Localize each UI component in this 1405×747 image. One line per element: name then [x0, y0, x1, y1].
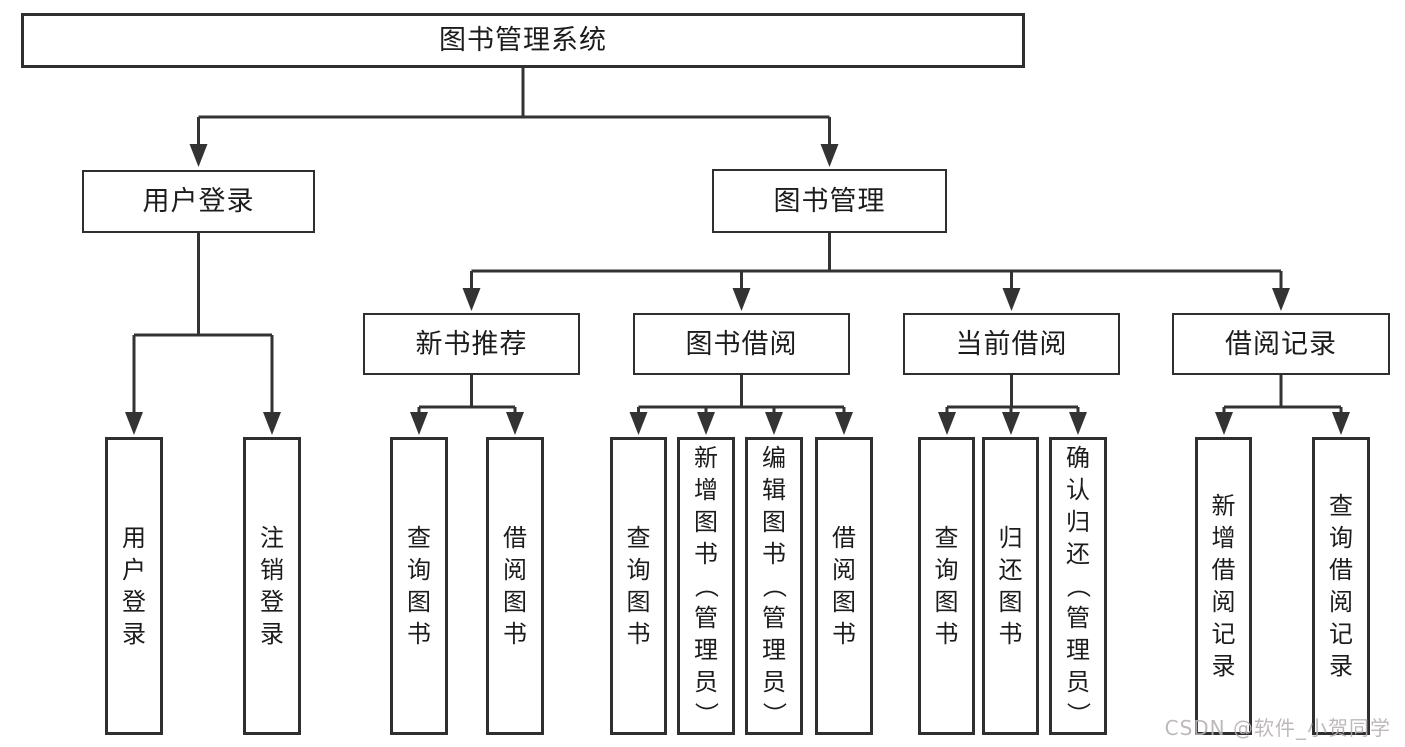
node-label: 查询借阅记录 [1329, 492, 1353, 680]
node-label: 用户登录 [142, 186, 255, 217]
csdn-watermark: CSDN @软件_小贺同学 [1164, 716, 1391, 740]
node-borrow-records: 借阅记录 [1172, 313, 1390, 375]
node-label: 编辑图书（管理员） [760, 444, 788, 726]
leaf-node-borrow-book-2: 借阅图书 [815, 437, 873, 735]
leaf-node-borrow-book-1: 借阅图书 [486, 437, 544, 735]
node-label: 用户登录 [122, 524, 146, 648]
leaf-node-add-book-admin: 新增图书（管理员） [677, 437, 735, 735]
node-label: 当前借阅 [955, 328, 1068, 360]
node-label: 借阅图书 [832, 524, 856, 648]
node-new-book-recommend: 新书推荐 [363, 313, 580, 375]
node-label: 查询图书 [934, 524, 959, 648]
node-label: 归还图书 [998, 524, 1023, 648]
node-label: 借阅图书 [503, 524, 527, 648]
node-book-borrow: 图书借阅 [633, 313, 850, 375]
leaf-node-edit-book-admin: 编辑图书（管理员） [745, 437, 803, 735]
node-label: 新增图书（管理员） [692, 444, 720, 726]
leaf-node-return-book: 归还图书 [982, 437, 1039, 735]
node-label: 查询图书 [407, 524, 431, 648]
node-label: 图书管理 [773, 185, 886, 217]
node-label: 借阅记录 [1225, 328, 1337, 360]
leaf-node-query-book-2: 查询图书 [610, 437, 667, 735]
leaf-node-user-login: 用户登录 [105, 437, 163, 735]
node-label: 确认归还（管理员） [1064, 444, 1092, 726]
leaf-node-query-book-3: 查询图书 [918, 437, 975, 735]
node-user-login: 用户登录 [82, 170, 315, 233]
leaf-node-confirm-return-admin: 确认归还（管理员） [1049, 437, 1107, 735]
node-label: 图书借阅 [685, 328, 798, 360]
leaf-node-add-borrow-record: 新增借阅记录 [1195, 437, 1252, 735]
node-label: 新增借阅记录 [1211, 492, 1236, 680]
leaf-node-query-borrow-record: 查询借阅记录 [1312, 437, 1370, 735]
node-label: 图书管理系统 [439, 25, 607, 56]
node-label: 新书推荐 [415, 328, 528, 360]
node-label: 查询图书 [626, 524, 651, 648]
node-label: 注销登录 [260, 524, 284, 648]
node-current-borrow: 当前借阅 [903, 313, 1120, 375]
leaf-node-query-book-1: 查询图书 [390, 437, 448, 735]
node-book-management-system: 图书管理系统 [21, 13, 1025, 68]
node-book-management: 图书管理 [712, 169, 947, 233]
leaf-node-logout: 注销登录 [243, 437, 301, 735]
